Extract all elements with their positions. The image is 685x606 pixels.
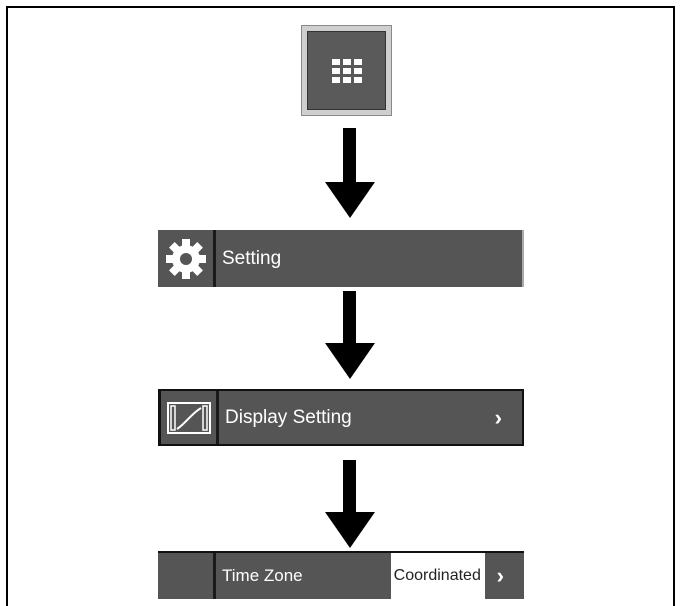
time-zone-label: Time Zone <box>222 566 303 585</box>
display-image-icon <box>161 391 219 444</box>
setting-label: Setting <box>222 247 282 269</box>
display-setting-label: Display Setting <box>225 406 352 428</box>
setting-menu-item[interactable]: Setting <box>158 230 524 287</box>
down-arrow <box>325 460 375 548</box>
time-zone-value: Coordinated <box>390 553 485 599</box>
down-arrow <box>325 291 375 379</box>
down-arrow <box>325 128 375 218</box>
time-zone-icon-slot <box>158 553 216 599</box>
time-zone-menu-item[interactable]: Time Zone Coordinated › <box>158 551 524 599</box>
apps-menu-button[interactable] <box>301 25 392 116</box>
chevron-right-icon: › <box>496 563 504 588</box>
chevron-right-icon: › <box>494 404 502 430</box>
apps-grid-icon <box>307 31 386 110</box>
gear-icon <box>158 230 216 287</box>
display-setting-menu-item[interactable]: Display Setting › <box>158 389 524 446</box>
